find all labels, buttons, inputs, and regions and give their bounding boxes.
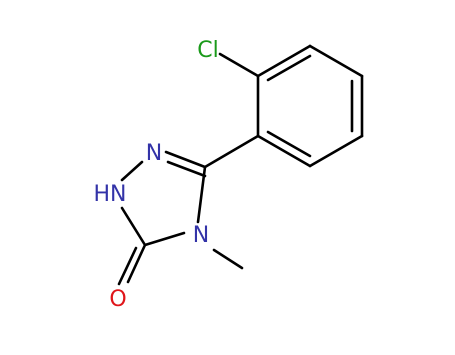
bond-c3-o: [126, 243, 147, 284]
bond-c3-n4: [143, 231, 186, 247]
bond-c2-c3: [308, 44, 364, 78]
carbonyl-bond: [117, 243, 147, 286]
bond-c5-c6: [256, 134, 312, 168]
methyl-bond: [212, 248, 244, 270]
bond-c5-n4: [196, 165, 207, 224]
bond-c5-n1: [164, 150, 207, 169]
chlorine-label: Cl: [197, 38, 218, 63]
nitrogen-n1h-label: HN: [94, 182, 127, 207]
bond-c1-c2: [256, 44, 312, 78]
triazole-ring: [120, 150, 207, 247]
bond-phenyl-c5: [203, 134, 260, 169]
bond-c4-c5: [308, 134, 364, 168]
bond-n1-n2: [120, 160, 144, 182]
double-bond-inner-1: [266, 54, 312, 82]
bond-c-cl: [218, 52, 260, 78]
oxygen-label: O: [109, 287, 126, 312]
bond-c3-o-double: [117, 246, 138, 286]
bond-c5-n1-double: [166, 160, 207, 178]
nitrogen-n2-label: N: [146, 141, 162, 166]
double-bond-inner-3: [266, 130, 312, 158]
benzene-ring: [256, 44, 364, 168]
bond-n2-c3: [120, 206, 147, 247]
nitrogen-n4-label: N: [193, 223, 209, 248]
